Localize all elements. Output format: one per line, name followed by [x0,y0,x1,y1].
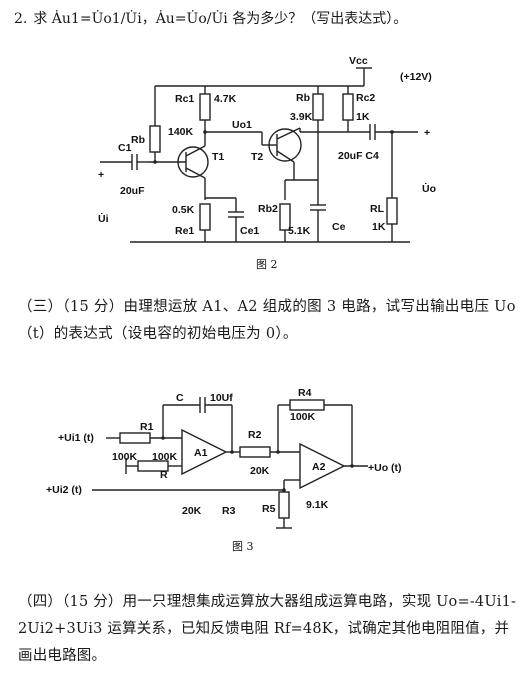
label-re1-value: 0.5K [172,204,195,216]
label-r2-value: 20K [250,465,270,477]
label-re1: Re1 [175,225,194,237]
label-r3-value: 20K [182,505,202,517]
label-rb-t2: Rb [296,92,310,104]
label-t2: T2 [251,151,263,163]
label-t1: T1 [212,151,224,163]
label-rb-value: 140K [168,126,194,138]
label-r5: R5 [262,503,276,515]
figure-2-caption: 图 2 [256,258,278,271]
label-r3: R3 [222,505,236,517]
question-3: （三）（15 分）由理想运放 A1、A2 组成的图 3 电路，试写出输出电压 U… [18,299,516,342]
label-ui: U̇i [98,213,109,225]
label-ce: Ce [332,221,346,233]
label-rc1: Rc1 [175,93,194,105]
label-a1: A1 [194,447,208,459]
label-uo-t: +Uo (t) [368,462,402,474]
question-4: （四）（15 分）用一只理想集成运算放大器组成运算电路，实现 Uo=-4Ui1-… [18,594,517,664]
label-r4: R4 [298,387,312,399]
label-uo: U̇o [422,183,436,195]
label-uo1: Uo1 [232,119,252,131]
resistor-r4 [289,399,325,411]
question-2-text: 求 Ȧu1=U̇o1/U̇i，Ȧu=U̇o/U̇i 各为多少？（写出表达式）。 [33,11,408,27]
label-c4: 20uF C4 [338,150,379,162]
label-rb2: Rb2 [258,203,278,215]
label-vcc: Vcc [349,55,368,67]
label-c1: C1 [118,142,132,154]
label-rl: RL [370,203,385,215]
label-r: R [160,469,168,481]
label-rb-t2-value: 3.9K [290,111,313,123]
resistor-r5 [278,491,290,519]
label-c: C [176,392,184,404]
label-a2: A2 [312,461,326,473]
label-input-plus: + [98,169,104,181]
label-output-plus: + [424,127,430,139]
label-r1-value: 100K [112,451,138,463]
label-r-value: 100K [152,451,178,463]
label-ui1: +Ui1 (t) [58,432,94,444]
label-rb: Rb [131,134,145,146]
question-2: 2. 求 Ȧu1=U̇o1/U̇i，Ȧu=U̇o/U̇i 各为多少？（写出表达式）… [14,8,407,28]
resistor-r2 [239,446,271,458]
resistor-r1 [119,432,151,444]
label-c-value: 10Uf [210,392,233,404]
label-r5-value: 9.1K [306,499,329,511]
label-rb2-value: 5.1K [288,225,311,237]
label-vcc-value: (+12V) [400,71,432,83]
question-2-number: 2. [14,11,28,27]
label-ce1: Ce1 [240,225,259,237]
figure-3-caption: 图 3 [232,540,254,553]
opamp-a1 [181,428,228,476]
label-rc2: Rc2 [356,92,375,104]
label-rl-value: 1K [372,221,386,233]
label-rc1-value: 4.7K [214,93,237,105]
label-r1: R1 [140,421,154,433]
label-r4-value: 100K [290,411,316,423]
label-r2: R2 [248,429,262,441]
label-rc2-value: 1K [356,111,370,123]
label-c1-value: 20uF [120,185,145,197]
label-ui2: +Ui2 (t) [46,484,82,496]
opamp-a2 [299,442,346,490]
